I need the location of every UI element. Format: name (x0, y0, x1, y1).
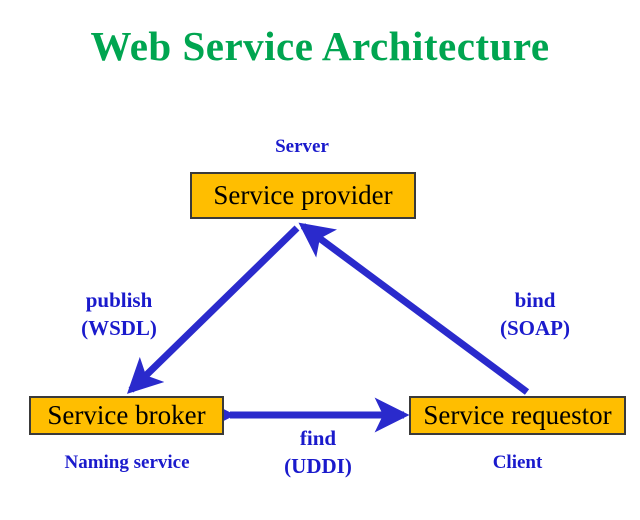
edge-publish-label: publish (WSDL) (24, 286, 214, 342)
node-service-provider-label: Service provider (213, 180, 393, 210)
edge-find-protocol: (UDDI) (284, 454, 352, 478)
node-service-broker-label: Service broker (47, 400, 206, 430)
node-service-requestor[interactable]: Service requestor (409, 396, 626, 435)
node-service-provider[interactable]: Service provider (190, 172, 416, 219)
node-service-broker[interactable]: Service broker (29, 396, 224, 435)
edge-bind-protocol: (SOAP) (500, 316, 570, 340)
edge-find-name: find (299, 426, 337, 450)
edge-bind-label: bind (SOAP) (440, 286, 630, 342)
edge-publish-protocol: (WSDL) (81, 316, 157, 340)
edge-publish-name: publish (85, 288, 153, 312)
requestor-role-caption: Client (492, 452, 543, 473)
edge-bind-name: bind (514, 288, 556, 312)
edge-find-label: find (UDDI) (228, 424, 408, 480)
edge-publish-line (126, 225, 300, 394)
provider-role-caption: Server (275, 136, 329, 157)
edge-bind-line (298, 222, 530, 395)
broker-role-caption: Naming service (64, 452, 190, 473)
page-title: Web Service Architecture (90, 23, 550, 69)
node-service-requestor-label: Service requestor (423, 400, 612, 430)
